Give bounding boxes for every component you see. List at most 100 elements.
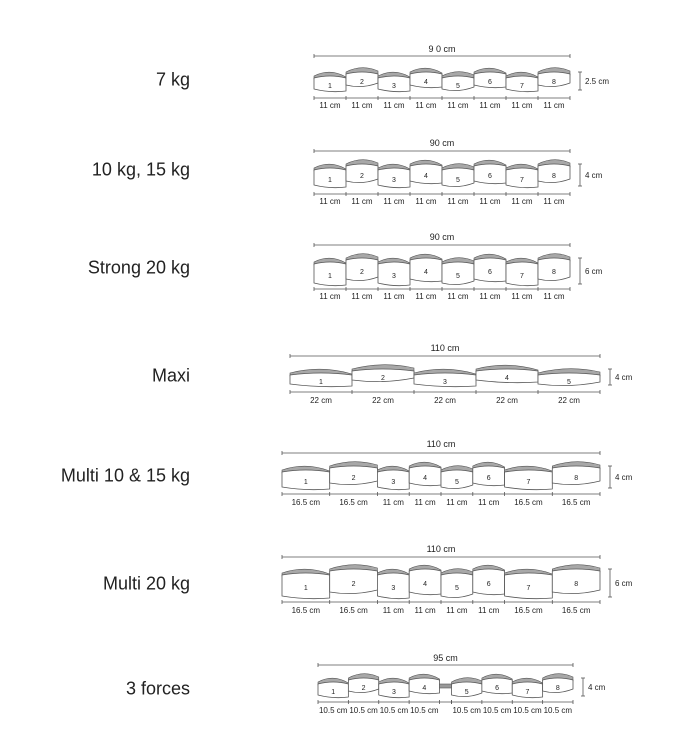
height-label: 4 cm	[588, 683, 606, 692]
total-length-label: 110 cm	[427, 439, 456, 449]
segment-number: 5	[456, 273, 460, 280]
segment-length-label: 22 cm	[434, 396, 456, 405]
segment-length-label: 11 cm	[447, 197, 469, 206]
segment-length-label: 16.5 cm	[339, 498, 368, 507]
total-length-label: 110 cm	[427, 544, 456, 554]
segment-length-label: 11 cm	[383, 606, 405, 615]
segment-length-label: 11 cm	[447, 292, 469, 301]
segment-number: 4	[422, 685, 426, 692]
segment-number: 5	[567, 379, 571, 386]
segment-length-label: 10.5 cm	[380, 706, 409, 715]
segment-length-label: 16.5 cm	[339, 606, 368, 615]
band-segment	[378, 681, 410, 699]
band-segment	[413, 372, 477, 388]
segment-length-label: 11 cm	[478, 606, 500, 615]
segment-number: 5	[455, 585, 459, 592]
segment-length-label: 11 cm	[383, 498, 405, 507]
band-segment	[313, 261, 347, 287]
band-segment	[313, 167, 347, 189]
segment-length-label: 11 cm	[543, 292, 565, 301]
segment-number: 6	[495, 685, 499, 692]
band-segment	[377, 75, 411, 93]
band-segment	[451, 681, 483, 697]
segment-number: 2	[360, 79, 364, 86]
band-segment	[317, 681, 349, 699]
segment-number: 3	[391, 585, 395, 592]
segment-length-label: 10.5 cm	[410, 706, 439, 715]
segment-number: 1	[304, 585, 308, 592]
segment-number: 3	[392, 83, 396, 90]
band-segment	[377, 469, 410, 491]
segment-number: 5	[456, 177, 460, 184]
segment-number: 7	[525, 689, 529, 696]
segment-number: 6	[488, 79, 492, 86]
segment-number: 2	[360, 269, 364, 276]
segment-length-label: 11 cm	[319, 101, 341, 110]
segment-length-label: 11 cm	[319, 197, 341, 206]
band-segment	[441, 75, 475, 91]
segment-length-label: 22 cm	[496, 396, 518, 405]
row-label-strong-20kg: Strong 20 kg	[87, 257, 190, 278]
segment-length-label: 11 cm	[479, 197, 501, 206]
segment-number: 5	[455, 479, 459, 486]
band-segment	[537, 163, 571, 183]
segment-number: 6	[487, 581, 491, 588]
segment-number: 7	[526, 585, 530, 592]
segment-number: 1	[319, 379, 323, 386]
height-label: 4 cm	[615, 473, 633, 482]
segment-length-label: 11 cm	[415, 101, 437, 110]
segment-length-label: 11 cm	[511, 101, 533, 110]
band-segment	[505, 261, 539, 287]
total-length-label: 110 cm	[431, 343, 460, 353]
segment-length-label: 22 cm	[310, 396, 332, 405]
band-segment	[281, 469, 331, 491]
band-segment	[505, 75, 539, 93]
segment-number: 1	[328, 273, 332, 280]
row-label-multi-10-15kg: Multi 10 & 15 kg	[60, 465, 190, 486]
segment-length-label: 11 cm	[383, 101, 405, 110]
band-segment	[537, 372, 601, 386]
band-segment	[377, 572, 410, 600]
segment-length-label: 10.5 cm	[483, 706, 512, 715]
total-length-label: 9 0 cm	[428, 44, 455, 54]
segment-number: 8	[552, 79, 556, 86]
band-segment	[377, 261, 411, 287]
segment-number: 2	[381, 375, 385, 382]
band-segment	[505, 167, 539, 189]
segment-length-label: 10.5 cm	[319, 706, 348, 715]
segment-length-label: 11 cm	[351, 197, 373, 206]
segment-number: 2	[352, 475, 356, 482]
band-segment	[377, 167, 411, 189]
row-label-3-forces: 3 forces	[125, 678, 190, 699]
segment-length-label: 10.5 cm	[513, 706, 542, 715]
segment-length-label: 16.5 cm	[562, 606, 591, 615]
row-label-7kg: 7 kg	[155, 69, 190, 90]
segment-number: 8	[552, 269, 556, 276]
band-connector	[439, 683, 452, 689]
segment-number: 4	[423, 581, 427, 588]
segment-length-label: 16.5 cm	[292, 498, 321, 507]
segment-length-label: 10.5 cm	[349, 706, 378, 715]
segment-length-label: 11 cm	[543, 197, 565, 206]
segment-length-label: 11 cm	[479, 292, 501, 301]
segment-number: 6	[488, 269, 492, 276]
segment-number: 3	[443, 379, 447, 386]
segment-length-label: 11 cm	[446, 606, 468, 615]
segment-number: 3	[391, 479, 395, 486]
segment-length-label: 22 cm	[558, 396, 580, 405]
segment-number: 7	[526, 479, 530, 486]
segment-number: 1	[304, 479, 308, 486]
total-length-label: 90 cm	[430, 138, 455, 148]
segment-number: 8	[552, 173, 556, 180]
band-segment	[408, 677, 440, 695]
segment-length-label: 11 cm	[478, 498, 500, 507]
row-label-maxi: Maxi	[151, 365, 190, 386]
height-label: 4 cm	[615, 373, 633, 382]
row-label-10-15kg: 10 kg, 15 kg	[91, 159, 190, 180]
segment-length-label: 11 cm	[415, 197, 437, 206]
band-segment	[440, 469, 474, 489]
band-segment	[313, 75, 347, 93]
segment-length-label: 11 cm	[319, 292, 341, 301]
segment-length-label: 11 cm	[383, 197, 405, 206]
